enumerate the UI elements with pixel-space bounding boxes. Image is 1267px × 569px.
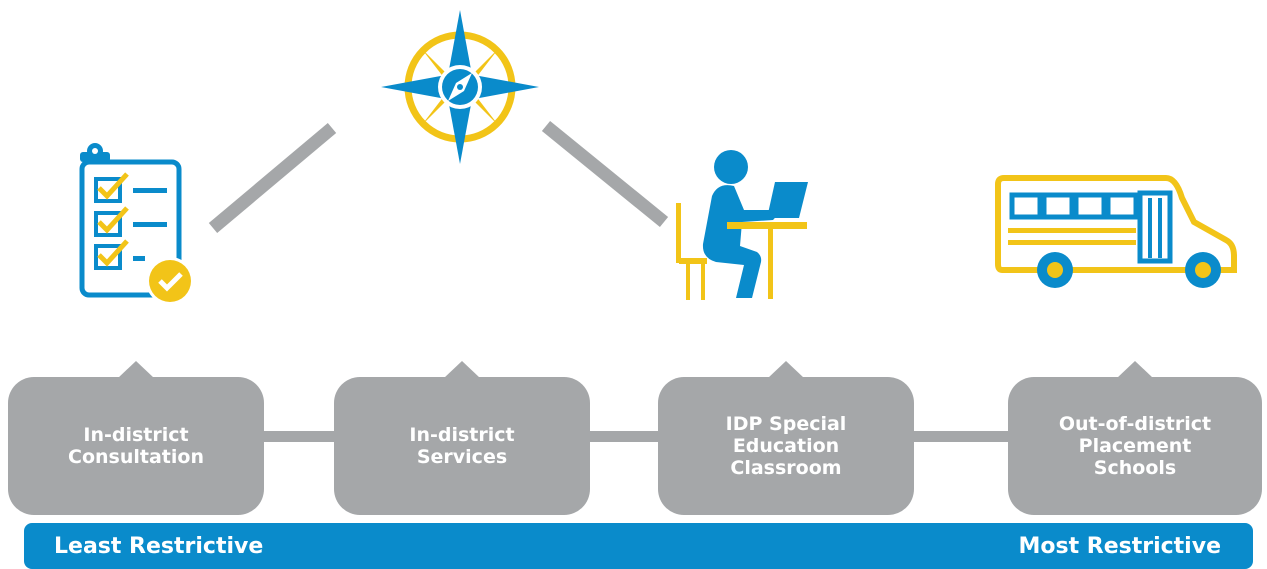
compass-icon bbox=[381, 10, 539, 164]
stage-box-idp-special-education-classroom: IDP Special Education Classroom bbox=[658, 361, 914, 515]
pointer-notch bbox=[118, 361, 154, 378]
least-restrictive-label: Least Restrictive bbox=[54, 534, 264, 559]
most-restrictive-label: Most Restrictive bbox=[1018, 534, 1221, 559]
pointer-notch bbox=[1117, 361, 1153, 378]
stage-box-out-of-district-placement-schools: Out-of-district Placement Schools bbox=[1008, 361, 1262, 515]
stage-label: Out-of-district Placement Schools bbox=[1058, 413, 1212, 479]
stage-label: In-district Consultation bbox=[68, 424, 204, 468]
stage-box-in-district-consultation: In-district Consultation bbox=[8, 361, 264, 515]
restrictiveness-scale-bar: Least Restrictive Most Restrictive bbox=[24, 523, 1253, 569]
stage-label: In-district Services bbox=[409, 424, 515, 468]
connector-left-diagonal bbox=[208, 123, 337, 233]
checklist-icon bbox=[79, 143, 194, 305]
stage-label: IDP Special Education Classroom bbox=[725, 413, 847, 479]
student-at-desk-icon bbox=[676, 150, 808, 300]
stage-box-in-district-services: In-district Services bbox=[334, 361, 590, 515]
pointer-notch bbox=[768, 361, 804, 378]
connector-right-diagonal bbox=[541, 120, 669, 228]
pointer-notch bbox=[444, 361, 480, 378]
connector-3-4 bbox=[912, 431, 1010, 442]
connector-2-3 bbox=[588, 431, 662, 442]
school-bus-icon bbox=[995, 175, 1237, 288]
connector-1-2 bbox=[262, 431, 336, 442]
